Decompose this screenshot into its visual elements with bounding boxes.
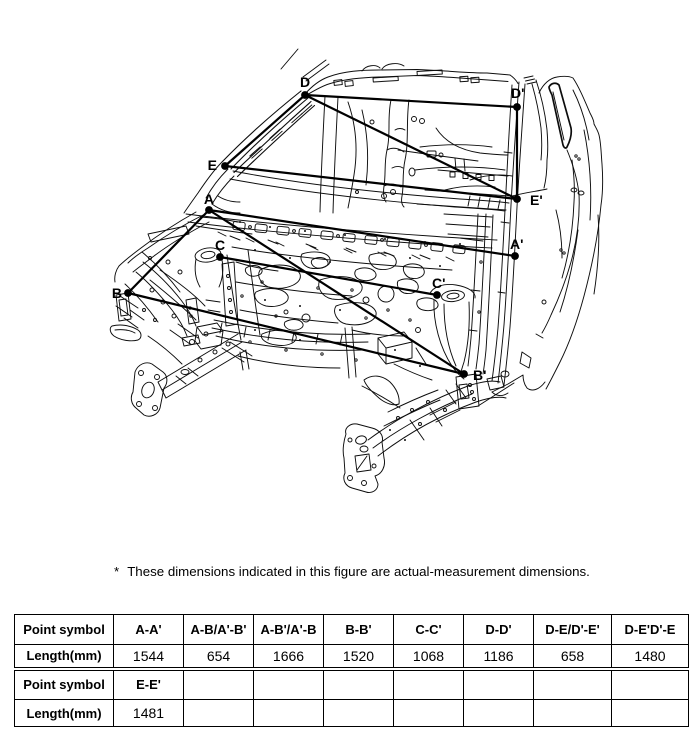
svg-text:B: B (112, 285, 122, 301)
svg-text:C': C' (432, 275, 445, 291)
svg-text:A': A' (510, 236, 523, 252)
svg-text:C: C (215, 237, 225, 253)
svg-text:D: D (300, 74, 310, 90)
svg-text:E: E (208, 157, 217, 173)
svg-text:D': D' (511, 85, 524, 101)
svg-text:E': E' (530, 192, 543, 208)
svg-text:A: A (204, 191, 214, 207)
svg-text:B': B' (473, 367, 486, 383)
